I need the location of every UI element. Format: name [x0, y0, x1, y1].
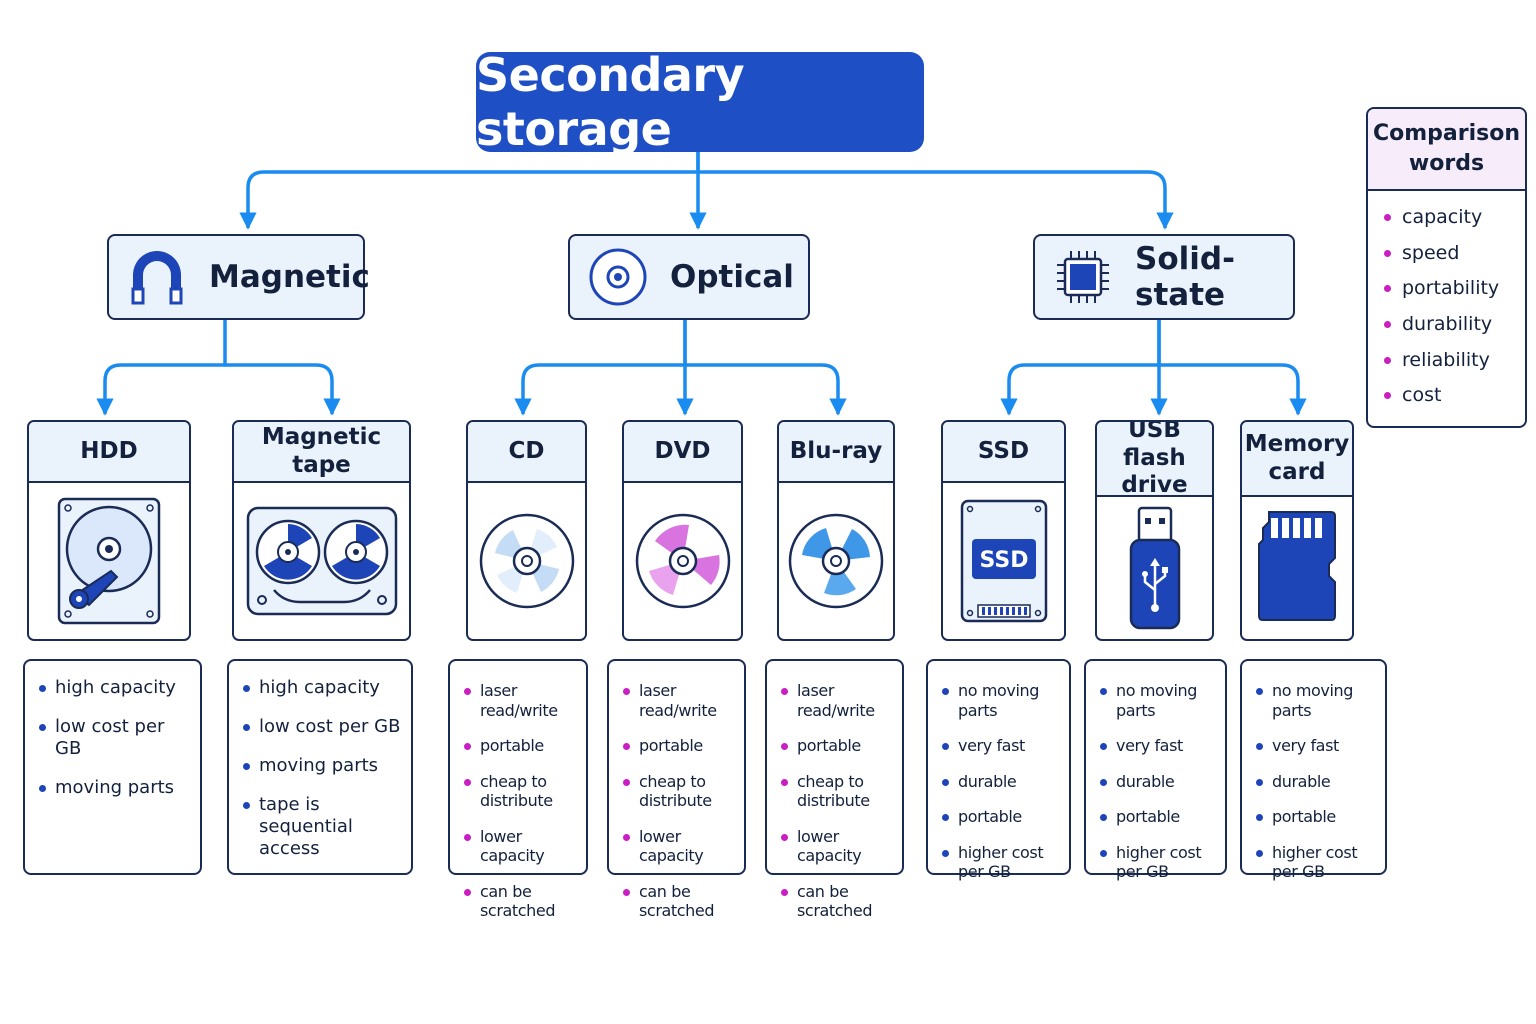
list-item: durable: [1252, 772, 1379, 792]
list-item: can be scratched: [619, 882, 738, 921]
diagram-title: Secondary storage: [476, 48, 924, 156]
device-card-memory-card: Memory card: [1240, 420, 1354, 641]
device-name: SSD: [943, 422, 1064, 483]
list-item: low cost per GB: [35, 716, 194, 760]
dvd-icon: [635, 513, 730, 609]
device-name: Blu-ray: [779, 422, 893, 483]
list-item: lower capacity: [460, 827, 580, 866]
list-item: portable: [1096, 807, 1219, 827]
list-item: higher cost per GB: [938, 843, 1063, 882]
list-item: portable: [460, 736, 580, 756]
feature-list-memory-card: no moving parts very fast durable portab…: [1240, 659, 1387, 881]
category-magnetic: Magnetic: [107, 234, 370, 320]
feature-list-blu-ray: laser read/write portable cheap to distr…: [765, 659, 904, 920]
device-card-hdd: HDD: [27, 420, 191, 641]
device-name: DVD: [624, 422, 741, 483]
list-item: very fast: [938, 736, 1063, 756]
list-item: portable: [1252, 807, 1379, 827]
list-item: cheap to distribute: [619, 772, 738, 811]
ssd-badge-text: SSD: [979, 548, 1028, 573]
magnetic-to-hdd-arrow: [96, 320, 227, 416]
list-item: portable: [619, 736, 738, 756]
list-item: moving parts: [35, 777, 194, 799]
legend-item: reliability: [1380, 348, 1519, 373]
device-card-blu-ray: Blu-ray: [777, 420, 895, 641]
list-item: laser read/write: [460, 681, 580, 720]
root-to-solid-state-arrow: [698, 170, 1174, 230]
list-item: portable: [938, 807, 1063, 827]
list-item: can be scratched: [460, 882, 580, 921]
device-name: USB flash drive: [1097, 422, 1212, 498]
ssd-icon: SSD: [960, 499, 1047, 623]
list-item: very fast: [1096, 736, 1219, 756]
list-item: tape is sequential access: [239, 794, 405, 860]
device-name: Magnetic tape: [234, 422, 409, 483]
magnet-icon: [127, 247, 187, 307]
feature-list-cd: laser read/write portable cheap to distr…: [448, 659, 588, 920]
magnetic-to-tape-arrow: [225, 363, 341, 416]
device-card-usb-flash-drive: USB flash drive: [1095, 420, 1214, 641]
solid-state-to-ssd-arrow: [1000, 320, 1161, 416]
list-item: very fast: [1252, 736, 1379, 756]
legend-item: durability: [1380, 312, 1519, 337]
category-solid-state: Solid-state: [1033, 234, 1295, 320]
memory-card-icon: [1258, 511, 1336, 621]
comparison-words-legend: Comparison words capacity speed portabil…: [1366, 107, 1527, 428]
list-item: durable: [938, 772, 1063, 792]
list-item: moving parts: [239, 755, 405, 777]
list-item: low cost per GB: [239, 716, 405, 738]
disc-icon: [588, 247, 648, 307]
list-item: durable: [1096, 772, 1219, 792]
optical-to-blu-ray-arrow: [685, 363, 847, 416]
device-card-magnetic-tape: Magnetic tape: [232, 420, 411, 641]
tape-cassette-icon: [246, 506, 397, 616]
blu-ray-icon: [788, 513, 884, 609]
list-item: higher cost per GB: [1252, 843, 1379, 882]
device-card-dvd: DVD: [622, 420, 743, 641]
list-item: higher cost per GB: [1096, 843, 1219, 882]
feature-list-hdd: high capacity low cost per GB moving par…: [23, 659, 202, 875]
list-item: laser read/write: [619, 681, 738, 720]
legend-item: cost: [1380, 383, 1519, 408]
root-to-magnetic-arrow: [239, 152, 700, 230]
list-item: high capacity: [35, 677, 194, 699]
legend-item: portability: [1380, 276, 1519, 301]
feature-list-ssd: no moving parts very fast durable portab…: [926, 659, 1071, 881]
legend-title: Comparison words: [1368, 109, 1525, 191]
list-item: cheap to distribute: [777, 772, 896, 811]
optical-to-cd-arrow: [514, 320, 687, 416]
legend-item: speed: [1380, 241, 1519, 266]
list-item: laser read/write: [777, 681, 896, 720]
category-label: Solid-state: [1135, 241, 1235, 313]
category-optical: Optical: [568, 234, 810, 320]
list-item: no moving parts: [1252, 681, 1379, 720]
cd-icon: [479, 513, 574, 609]
list-item: high capacity: [239, 677, 405, 699]
legend-item: capacity: [1380, 205, 1519, 230]
usb-drive-icon: [1129, 506, 1180, 630]
device-name: HDD: [29, 422, 189, 483]
hard-drive-icon: [57, 497, 161, 625]
list-item: no moving parts: [1096, 681, 1219, 720]
chip-icon: [1053, 247, 1113, 307]
list-item: can be scratched: [777, 882, 896, 921]
category-label: Magnetic: [209, 259, 370, 295]
device-name: Memory card: [1242, 422, 1352, 497]
list-item: no moving parts: [938, 681, 1063, 720]
device-name: CD: [468, 422, 585, 483]
feature-list-usb-flash-drive: no moving parts very fast durable portab…: [1084, 659, 1227, 881]
device-card-cd: CD: [466, 420, 587, 641]
list-item: lower capacity: [777, 827, 896, 866]
device-card-ssd: SSD SSD: [941, 420, 1066, 641]
category-label: Optical: [670, 259, 794, 295]
list-item: lower capacity: [619, 827, 738, 866]
feature-list-magnetic-tape: high capacity low cost per GB moving par…: [227, 659, 413, 875]
feature-list-dvd: laser read/write portable cheap to distr…: [607, 659, 746, 920]
list-item: portable: [777, 736, 896, 756]
list-item: cheap to distribute: [460, 772, 580, 811]
solid-state-to-memory-card-arrow: [1159, 363, 1307, 416]
